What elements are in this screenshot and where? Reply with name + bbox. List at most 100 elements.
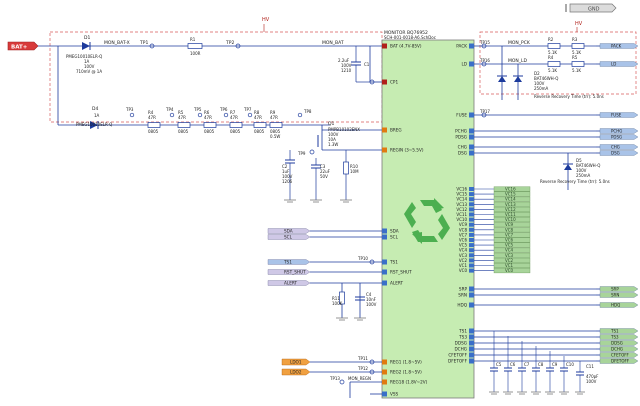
ic-pin-left-label: RST_SHUT xyxy=(390,270,412,275)
ic-pin-right-label: DDSG xyxy=(455,341,467,346)
diode-d2: D2 BAT46WH-Q 100V 250mA Reverse Recovery… xyxy=(497,71,604,99)
right-port[interactable]: CFETOFF xyxy=(596,352,639,358)
ic-pin-left: REGIN (3~5.5V) xyxy=(382,147,424,153)
right-port[interactable]: DFETOFF xyxy=(596,358,639,364)
right-port[interactable]: DSG xyxy=(596,150,639,156)
r3-val: 5.1K xyxy=(572,50,581,55)
ic-pin-right-label: SRP xyxy=(459,287,468,292)
right-port[interactable]: HDQ xyxy=(596,302,639,308)
vc-net-port[interactable]: VC8 xyxy=(493,227,531,232)
right-port[interactable]: SRN xyxy=(596,292,639,298)
left-port[interactable]: TS1 xyxy=(267,259,311,265)
d4-part: PMEG10010ELR-Q xyxy=(76,122,112,127)
d1-ref: D1 xyxy=(84,35,90,41)
vc-net-port[interactable]: VC14 xyxy=(493,196,531,202)
ic-pin-right-label: HDQ xyxy=(457,303,467,308)
right-port-label: LD xyxy=(611,62,616,67)
hv-label-right: HV xyxy=(575,21,583,27)
r7-val2: 0805 xyxy=(230,129,241,134)
left-port[interactable]: ALERT xyxy=(267,280,311,286)
vc-net-label: VC10 xyxy=(505,217,516,222)
d1-part: PMEG10010ELR-Q xyxy=(66,54,102,59)
bottom-cap-label: C9 xyxy=(552,362,558,367)
right-port[interactable]: PCHG xyxy=(596,128,639,134)
tp5-label: TP5 xyxy=(193,107,202,112)
vc-net-port[interactable]: VC12 xyxy=(493,207,531,212)
net-mon-ld: MON_LD xyxy=(508,58,528,64)
vc-net-port[interactable]: VC9 xyxy=(493,222,531,227)
ic-vc-pin: VC1 xyxy=(459,263,474,268)
bottom-capacitor: C6 xyxy=(503,336,516,395)
vc-net-port[interactable]: VC11 xyxy=(493,211,531,217)
gnd-net-port[interactable]: GND xyxy=(565,3,617,13)
r5r-ref: R5 xyxy=(572,55,578,60)
left-port[interactable]: RST_SHUT xyxy=(267,269,311,275)
ic-pin-right: FUSE xyxy=(456,112,474,118)
ic-pin-right: PDSG xyxy=(455,134,474,140)
tp9-label: TP9 xyxy=(297,151,306,156)
bottom-cap-label: C7 xyxy=(524,362,530,367)
right-port[interactable]: LD xyxy=(596,61,639,67)
vc-net-label: VC3 xyxy=(505,253,514,258)
r10-val: 10M xyxy=(350,169,359,174)
tp3: TP3 xyxy=(125,107,135,118)
r5-ref: R5 xyxy=(178,110,184,115)
vc-net-label: VC7 xyxy=(505,232,514,237)
d2-val1: 100V xyxy=(534,81,545,86)
tp4: TP4 xyxy=(165,107,175,118)
ic-pin-right: DSG xyxy=(458,150,474,156)
right-port[interactable]: DCHG xyxy=(596,346,639,352)
right-port[interactable]: DDSG xyxy=(596,340,639,346)
vc-net-port[interactable]: VC1 xyxy=(493,263,531,269)
ic-sheet: SCH-001-0018-A6.SchDoc xyxy=(384,35,436,40)
r10-ref: R10 xyxy=(350,164,358,169)
vc-net-port[interactable]: VC16 xyxy=(493,186,531,192)
r6-val1: 47R xyxy=(204,115,212,120)
right-port-label: SRN xyxy=(611,293,619,298)
right-port[interactable]: FUSE xyxy=(596,112,639,118)
right-port[interactable]: PDSG xyxy=(596,134,639,140)
vc-net-port[interactable]: VC6 xyxy=(493,237,531,243)
ic-bq76952[interactable]: MONITOR BQ76952 SCH-001-0018-A6.SchDoc xyxy=(381,30,475,399)
vc-net-port[interactable]: VC13 xyxy=(493,201,531,207)
bat-plus-port[interactable]: BAT+ xyxy=(7,41,39,51)
ic-pin-left-label: REG1 (1.8~5V) xyxy=(390,360,422,365)
tp10-label: TP10 xyxy=(357,256,368,261)
right-port[interactable]: TS1 xyxy=(596,328,639,334)
ic-pin-right: LD xyxy=(461,61,474,67)
ldo-port[interactable]: LDO2 xyxy=(281,368,311,376)
d2-val2: 250mA xyxy=(534,86,549,91)
right-port[interactable]: PACK xyxy=(596,43,639,49)
ic-pin-left-label: SDA xyxy=(390,229,399,234)
right-port[interactable]: SRP xyxy=(596,286,639,292)
ic-vc-pin: VC0 xyxy=(459,268,474,273)
right-port-label: CHG xyxy=(611,145,620,150)
ic-pin-right: PCHG xyxy=(455,128,474,134)
c4-val2: 100V xyxy=(366,302,377,307)
left-port[interactable]: SDA xyxy=(267,228,311,234)
ic-pin-right: PACK xyxy=(456,43,474,49)
vc-net-port[interactable]: VC10 xyxy=(493,217,531,222)
vc-net-port[interactable]: VC15 xyxy=(493,191,531,197)
vc-net-port[interactable]: VC4 xyxy=(493,247,531,253)
right-port[interactable]: CHG xyxy=(596,144,639,150)
tp1-label: TP1 xyxy=(139,40,148,46)
vc-net-port[interactable]: VC7 xyxy=(493,232,531,238)
d1-val2: 100V xyxy=(84,64,95,69)
ic-pin-right: TS1 xyxy=(458,328,474,334)
right-port[interactable]: TS3 xyxy=(596,334,639,340)
tp6-label: TP6 xyxy=(219,107,228,112)
vc-net-port[interactable]: VC3 xyxy=(493,253,531,258)
vc-net-port[interactable]: VC0 xyxy=(493,268,531,273)
right-port-label: DSG xyxy=(611,151,620,156)
vc-net-port[interactable]: VC5 xyxy=(493,242,531,248)
r3-ref: R3 xyxy=(572,37,578,42)
ic-pin-right-label: TS1 xyxy=(458,329,467,334)
ic-pin-left: RST_SHUT xyxy=(382,269,412,275)
bottom-capacitor: C7 xyxy=(517,341,530,395)
tp7-label: TP7 xyxy=(243,107,252,112)
vc-net-port[interactable]: VC2 xyxy=(493,258,531,263)
left-port[interactable]: SCL xyxy=(267,234,311,240)
ldo-port[interactable]: LDO1 xyxy=(281,358,311,366)
